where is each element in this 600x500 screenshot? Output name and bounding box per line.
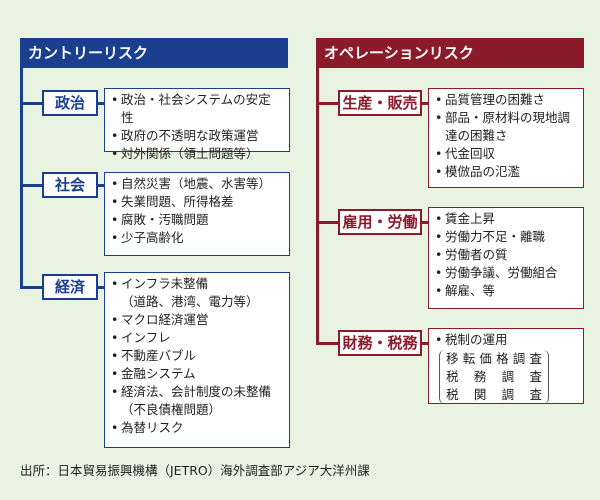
production-items-box: 品質管理の困難さ 部品・原材料の現地調 達の困難さ 代金回収 模倣品の氾濫 [428,88,584,188]
politics-item: 政治・社会システムの安定性 [111,91,283,127]
category-production-sales: 生産・販売 [338,90,422,116]
employment-item: 賃金上昇 [435,210,577,228]
country-connector-vertical [20,68,23,288]
production-item: 模倣品の氾濫 [435,163,577,181]
employment-item: 労働力不足・離職 [435,228,577,246]
tax-examinations-group: 移転価格調査 税務調査 税関調査 [439,350,549,404]
employment-item: 労働争議、労働組合 [435,264,577,282]
operation-connector-vertical [316,68,319,344]
economy-to-box [98,286,106,289]
society-item: 失業問題、所得格差 [111,193,283,211]
operation-connector-production [316,102,340,105]
category-society: 社会 [42,172,98,198]
economy-item: 金融システム [111,365,283,383]
economy-item: 不動産バブル [111,347,283,365]
politics-to-box [98,102,106,105]
finance-item: 税制の運用 [435,331,577,349]
production-item: 部品・原材料の現地調 達の困難さ [435,109,577,145]
employment-to-box [422,221,430,224]
production-item: 品質管理の困難さ [435,91,577,109]
society-item: 少子高齢化 [111,229,283,247]
economy-item: インフレ [111,329,283,347]
economy-item: マクロ経済運営 [111,311,283,329]
employment-item: 労働者の質 [435,246,577,264]
category-politics: 政治 [42,90,98,116]
operation-connector-finance [316,342,340,345]
society-to-box [98,184,106,187]
politics-items-box: 政治・社会システムの安定性 政府の不透明な政策運営 対外関係（領土問題等） [104,88,290,161]
finance-items-box: 税制の運用 移転価格調査 税務調査 税関調査 [428,328,584,404]
economy-item: 経済法、会計制度の未整備 （不良債権問題） [111,383,283,419]
production-to-box [422,102,430,105]
employment-item: 解雇、等 [435,282,577,300]
politics-item: 対外関係（領土問題等） [111,145,283,163]
economy-item: インフラ未整備 （道路、港湾、電力等） [111,275,283,311]
country-risk-header: カントリーリスク [20,38,288,68]
country-connector-society [20,184,44,187]
production-item: 代金回収 [435,145,577,163]
politics-item: 政府の不透明な政策運営 [111,127,283,145]
tax-examination-item: 税務調査 [446,369,542,384]
society-item: 自然災害（地震、水害等） [111,175,283,193]
country-connector-economy [20,286,44,289]
operation-risk-header: オペレーションリスク [316,38,584,68]
source-footnote: 出所：日本貿易振興機構（JETRO）海外調査部アジア大洋州課 [20,463,370,478]
finance-to-box [422,342,430,345]
society-items-box: 自然災害（地震、水害等） 失業問題、所得格差 腐敗・汚職問題 少子高齢化 [104,172,290,256]
category-employment-labor: 雇用・労働 [338,209,422,235]
operation-connector-employment [316,221,340,224]
economy-item: 為替リスク [111,419,283,437]
category-finance-tax: 財務・税務 [338,330,422,356]
economy-items-box: インフラ未整備 （道路、港湾、電力等） マクロ経済運営 インフレ 不動産バブル … [104,272,290,448]
category-economy: 経済 [42,274,98,300]
tax-examination-item: 税関調査 [446,387,542,402]
tax-examination-item: 移転価格調査 [446,351,542,366]
employment-items-box: 賃金上昇 労働力不足・離職 労働者の質 労働争議、労働組合 解雇、等 [428,207,584,309]
society-item: 腐敗・汚職問題 [111,211,283,229]
country-connector-politics [20,102,44,105]
